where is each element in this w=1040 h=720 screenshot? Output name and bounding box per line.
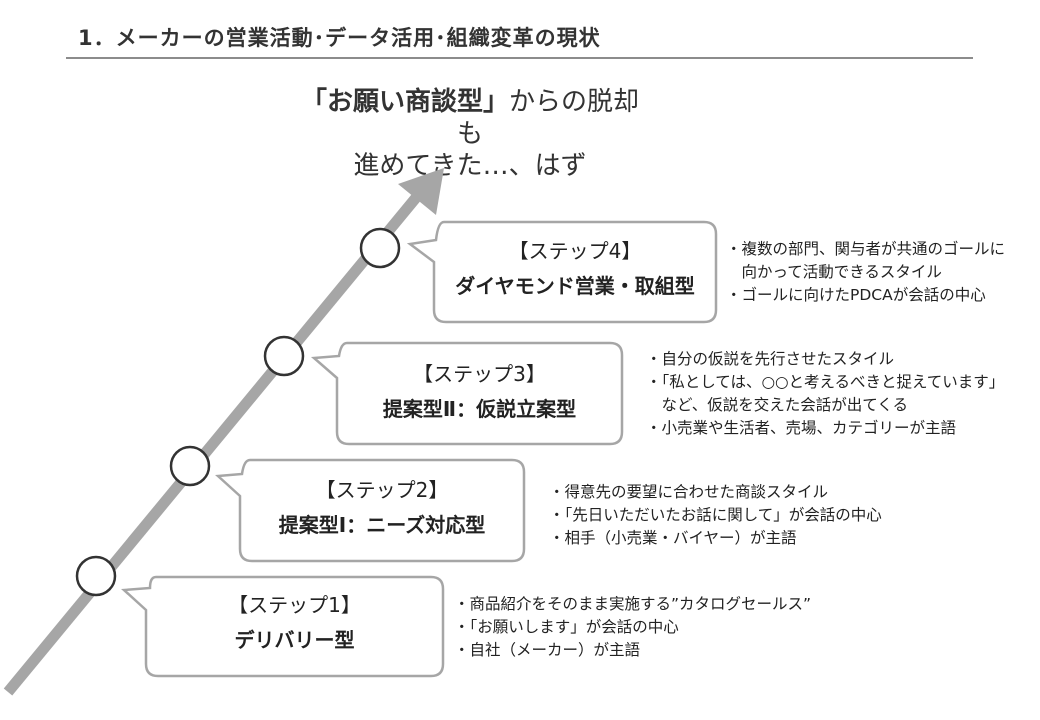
headline-line2: 進めてきた…、はず [353,151,587,181]
step2-note: ・「先日いただいたお話に関して」が会話の中心 [549,506,882,524]
step1-marker [75,555,117,597]
step4-number: 【ステップ4】 [508,239,642,263]
headline-emphasis: 「お願い商談型」 [300,87,509,117]
progress-arrow-shaft [3,184,429,696]
step2-marker [169,445,211,487]
step3-note: ・自分の仮説を先行させたスタイル [646,350,895,368]
step1-name: デリバリー型 [234,628,355,652]
step4-note: 向かって活動できるスタイル [726,263,942,281]
page-title: 1．メーカーの営業活動･データ活用･組織変革の現状 [78,26,601,50]
step1-number: 【ステップ1】 [228,593,361,617]
step3-label-group: 【ステップ3】 提案型Ⅱ：仮説立案型 [337,361,622,423]
step1-callout [121,575,445,678]
step3-callout [310,341,624,446]
step1-label-group: 【ステップ1】 デリバリー型 [146,592,443,654]
step3-note: ・「私としては、○○と考えるべきと捉えています」 [646,373,1005,391]
step4-notes: ・複数の部門、関与者が共通のゴールに 向かって活動できるスタイル ・ゴールに向け… [726,238,1005,307]
progress-arrow-head [398,168,444,215]
step2-name: 提案型Ⅰ：ニーズ対応型 [278,513,486,537]
step3-marker [263,335,305,377]
step4-note: ・ゴールに向けたPDCAが会話の中心 [726,286,986,304]
step3-number: 【ステップ3】 [413,362,546,386]
step4-label-group: 【ステップ4】 ダイヤモンド営業・取組型 [434,238,716,300]
title-divider [66,57,973,59]
step2-callout [215,458,526,563]
step3-name: 提案型Ⅱ：仮説立案型 [382,397,577,421]
step4-note: ・複数の部門、関与者が共通のゴールに [726,240,1006,258]
headline: 「お願い商談型」からの脱却も 進めてきた…、はず [300,86,640,182]
headline-line1-rest: からの脱却も [456,87,640,149]
step2-note: ・得意先の要望に合わせた商談スタイル [549,483,829,501]
step1-note: ・商品紹介をそのまま実施する”カタログセールス” [454,595,812,613]
step2-number: 【ステップ2】 [315,478,449,502]
step4-callout [406,220,718,324]
step2-label-group: 【ステップ2】 提案型Ⅰ：ニーズ対応型 [240,477,524,539]
step3-note: ・小売業や生活者、売場、カテゴリーが主語 [646,419,957,437]
step2-notes: ・得意先の要望に合わせた商談スタイル ・「先日いただいたお話に関して」が会話の中… [549,481,882,550]
step4-name: ダイヤモンド営業・取組型 [455,274,695,298]
step3-note: など、仮説を交えた会話が出てくる [646,396,908,414]
step3-notes: ・自分の仮説を先行させたスタイル ・「私としては、○○と考えるべきと捉えています… [646,348,1004,440]
step1-note: ・自社（メーカー）が主語 [454,641,641,659]
step2-note: ・相手（小売業・バイヤー）が主語 [549,529,797,547]
step1-notes: ・商品紹介をそのまま実施する”カタログセールス” ・「お願いします」が会話の中心… [454,593,811,662]
step1-note: ・「お願いします」が会話の中心 [454,618,679,636]
step4-marker [359,227,401,269]
